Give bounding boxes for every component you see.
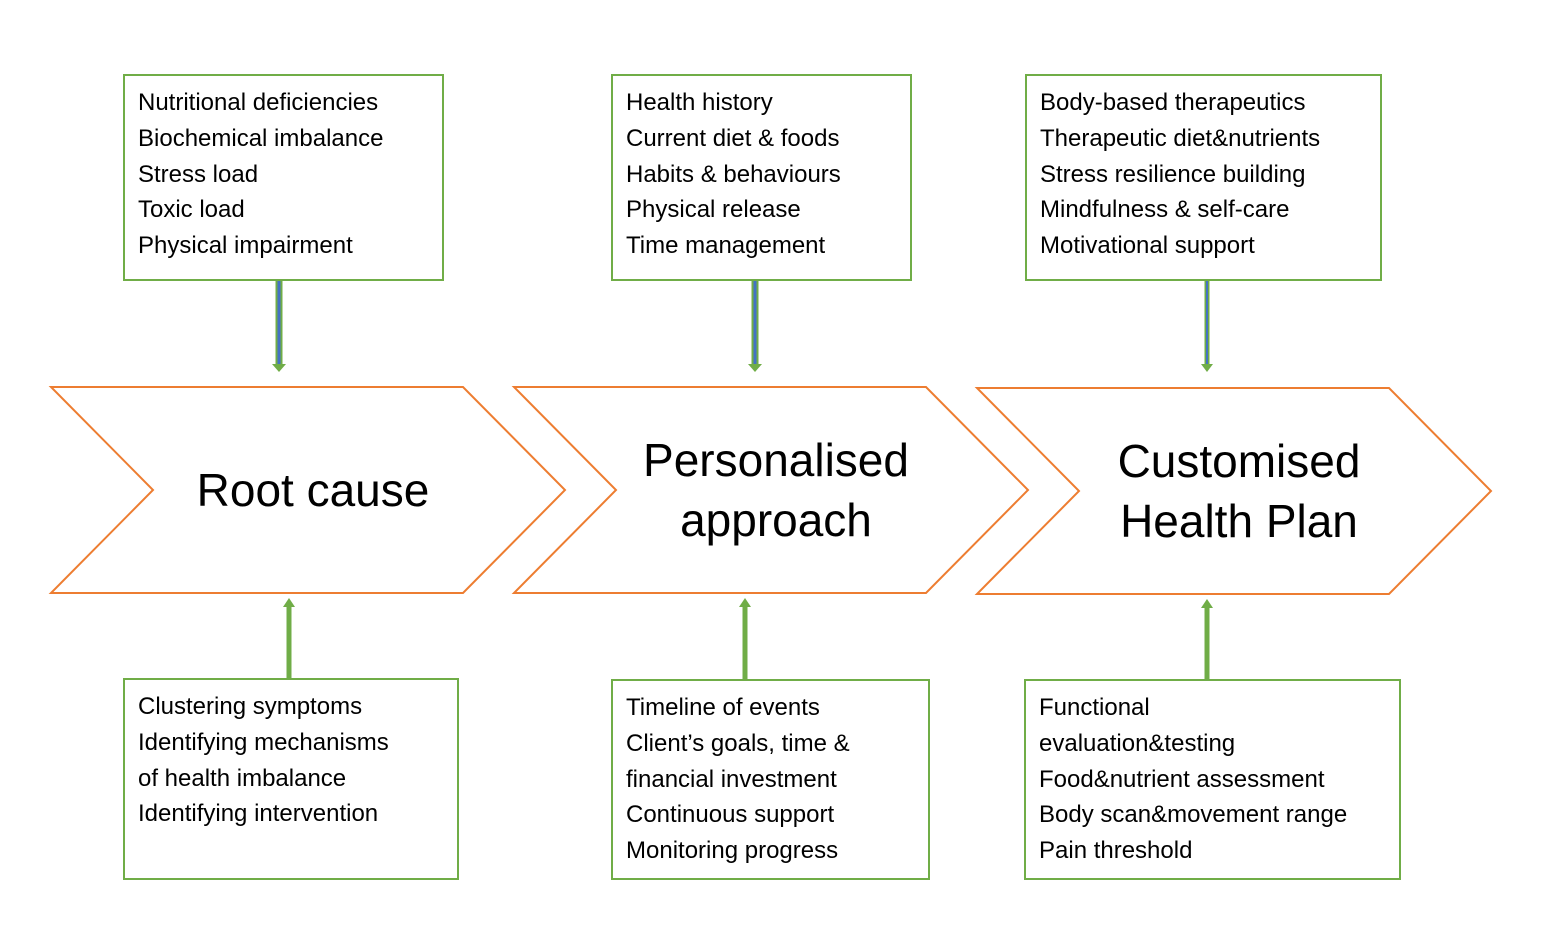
stage-title-line: Customised [1117,435,1361,487]
stage-title-line: Root cause [196,464,430,516]
list-item: Body-based therapeutics [1040,89,1306,116]
list-item: Identifying mechanisms [138,728,389,756]
list-item: Physical release [626,196,801,224]
health-plan-assessment-box: Functional evaluation&testing Food&nutri… [1024,679,1401,880]
stage-title-line: Health Plan [1120,495,1358,547]
list-item: Time management [626,232,826,260]
list-item: Stress resilience building [1040,160,1306,188]
stage-title-root-cause: Root cause [163,460,463,520]
list-item: Continuous support [626,801,835,829]
list-item: evaluation&testing [1039,729,1236,757]
list-item: Functional [1039,694,1150,721]
arrow-down-customised-health-plan [1201,281,1213,372]
list-item: Body scan&movement range [1039,801,1348,829]
list-item: Food&nutrient assessment [1039,765,1325,793]
list-item: Client’s goals, time & [626,729,850,757]
list-item: Habits & behaviours [626,160,841,188]
arrow-up-root-cause [283,598,295,678]
stage-title-customised-health-plan: Customised Health Plan [1069,431,1409,551]
list-item: Toxic load [138,196,245,224]
list-item: Nutritional deficiencies [138,89,379,116]
personalised-approach-inputs-box: Health history Current diet & foods Habi… [611,74,912,281]
stage-title-personalised-approach: Personalised approach [606,430,946,550]
list-item: Motivational support [1040,232,1255,260]
chevron-personalised-approach [511,386,1030,594]
root-cause-methods-box: Clustering symptoms Identifying mechanis… [123,678,459,880]
health-plan-components-box: Body-based therapeutics Therapeutic diet… [1025,74,1382,281]
root-cause-factors-box: Nutritional deficiencies Biochemical imb… [123,74,444,281]
arrow-down-root-cause [272,281,286,372]
list-item: Biochemical imbalance [138,124,384,152]
stage-title-line: approach [680,494,872,546]
list-item: Physical impairment [138,232,353,260]
list-item: Stress load [138,160,259,188]
list-item: Current diet & foods [626,124,840,152]
chevron-customised-health-plan [974,387,1493,595]
stage-title-line: Personalised [643,434,909,486]
list-item: Identifying intervention [138,800,379,828]
arrow-up-personalised-approach [739,598,751,679]
list-item: of health imbalance [138,764,347,792]
list-item: Clustering symptoms [138,693,363,720]
list-item: Pain threshold [1039,837,1193,865]
arrow-up-customised-health-plan [1201,599,1213,679]
chevron-root-cause [48,386,567,594]
list-item: Mindfulness & self-care [1040,196,1290,224]
list-item: Timeline of events [626,694,820,721]
list-item: Monitoring progress [626,837,839,865]
list-item: Therapeutic diet&nutrients [1040,124,1321,152]
personalised-approach-process-box: Timeline of events Client’s goals, time … [611,679,930,880]
list-item: Health history [626,89,773,116]
list-item: financial investment [626,765,837,793]
arrow-down-personalised-approach [748,281,762,372]
